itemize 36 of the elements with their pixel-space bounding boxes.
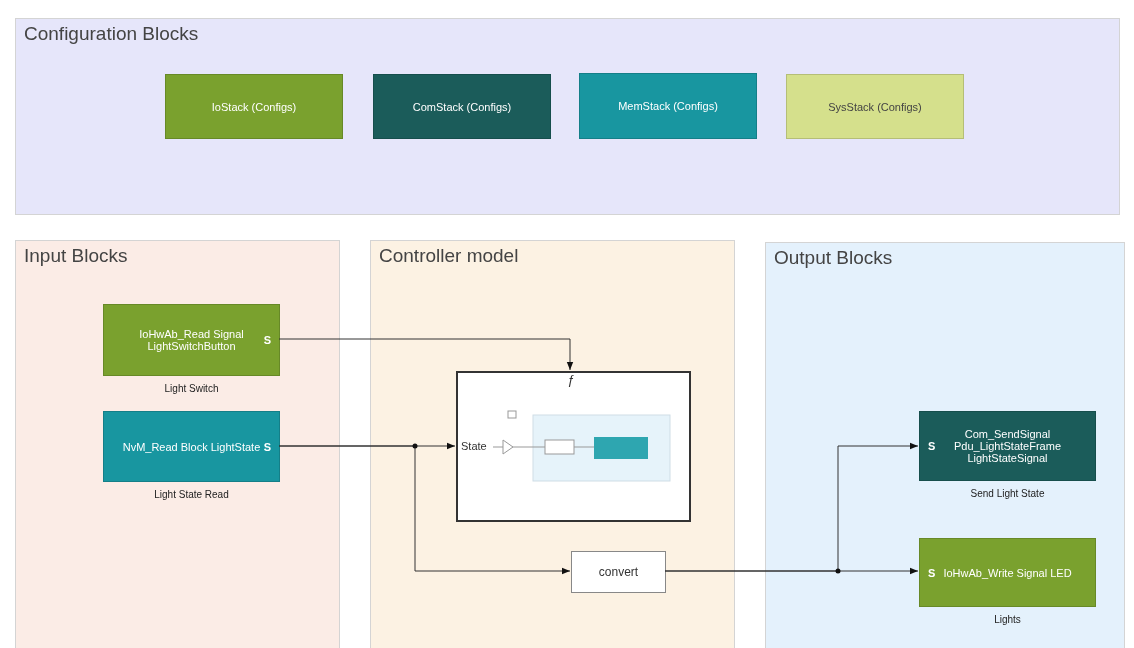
block-caption: Light State Read [153,489,230,500]
block-label: SysStack (Configs) [828,100,922,113]
panel-title: Output Blocks [774,247,893,269]
panel-title: Controller model [379,245,519,267]
port-label: S [928,440,936,452]
block-box [786,74,964,139]
panel-title: Input Blocks [24,245,128,267]
connector-arrow [278,445,571,575]
block-label: IoHwAb_Write Signal LED [943,566,1072,579]
panel-title: Configuration Blocks [24,23,199,45]
port-label: S [928,566,936,579]
trigger-symbol: ƒ [567,372,575,387]
block-caption: Send Light State [969,488,1046,499]
block-box [579,73,757,139]
block-caption: Lights [993,614,1022,625]
group-panel [765,242,1125,648]
connector-arrow [278,338,574,371]
block-label: NvM_Read Block LightState [122,440,261,453]
block-label: IoStack (Configs) [211,100,297,113]
block-label: ComStack (Configs) [412,100,512,113]
block-label: MemStack (Configs) [618,100,718,112]
port-label: S [263,440,271,453]
group-panel [370,240,735,648]
connector-arrow [664,567,919,575]
port-label: State [461,440,487,452]
block-label: convert [598,566,639,578]
block-box [373,74,551,139]
group-panel [15,18,1120,215]
subsystem-block [456,371,691,522]
block-box [165,74,343,139]
group-panel [15,240,340,648]
block-box [571,551,666,593]
block-label: IoHwAb_Read Signal LightSwitchButton [138,328,245,352]
block-caption: Light Switch [163,383,220,394]
port-label: S [263,334,271,346]
block-label: Com_SendSignal Pdu_LightStateFrame LightStateSignal [953,428,1062,464]
